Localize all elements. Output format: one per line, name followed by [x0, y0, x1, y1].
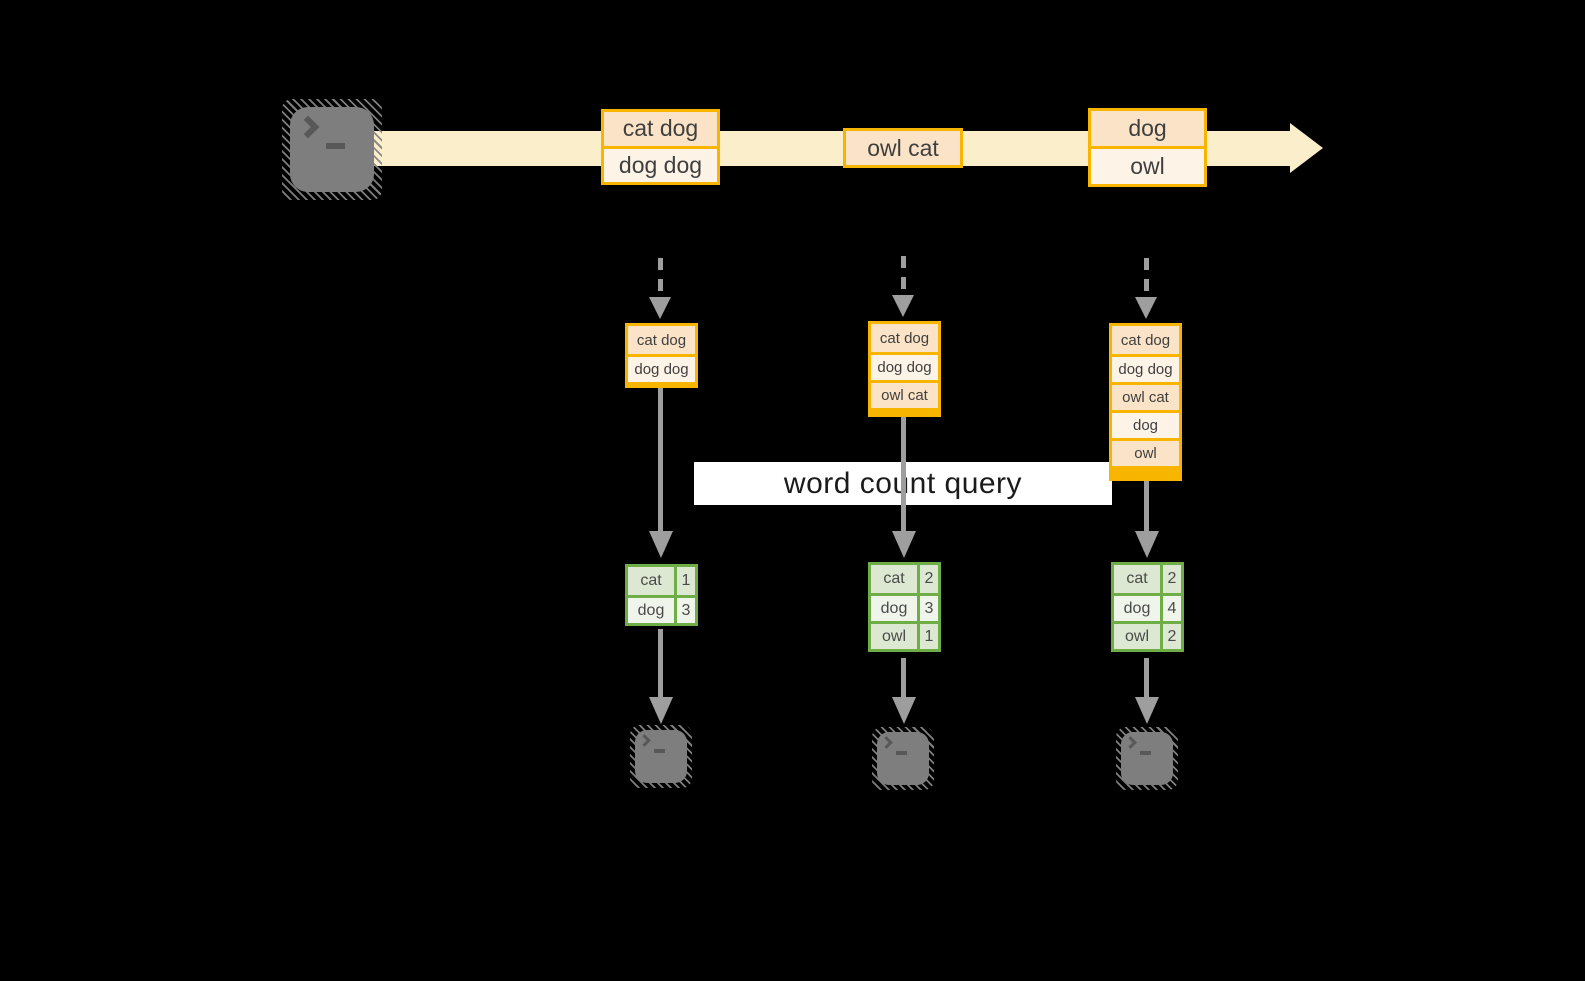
sink-arrow-2	[901, 658, 906, 698]
count-cell: 4	[1160, 596, 1181, 621]
stream-timeline-arrowhead	[1290, 123, 1323, 173]
terminal-icon	[872, 727, 934, 790]
sink-arrowhead-2	[892, 697, 916, 724]
snapshot-item: cat dog	[1112, 326, 1179, 354]
count-table-1: cat 1 dog 3	[625, 564, 698, 626]
snapshot-item: cat dog	[628, 326, 695, 354]
table-row: cat 2	[1114, 565, 1181, 593]
prompt-underscore-icon	[326, 143, 345, 149]
terminal-body	[635, 730, 687, 783]
snapshot-item: dog dog	[1112, 354, 1179, 382]
count-table-2: cat 2 dog 3 owl 1	[868, 562, 941, 652]
sink-arrow-1	[658, 629, 663, 698]
terminal-body	[290, 107, 374, 192]
table-row: cat 2	[871, 565, 938, 593]
table-row: dog 4	[1114, 593, 1181, 621]
query-arrowhead-1	[649, 531, 673, 558]
snapshot-stack-3: cat dog dog dog owl cat dog owl	[1109, 323, 1182, 481]
snapshot-item: dog dog	[628, 354, 695, 382]
event-label: dog dog	[604, 145, 717, 182]
count-cell: 1	[917, 624, 938, 649]
word-cell: owl	[871, 624, 917, 649]
terminal-body	[1121, 732, 1173, 785]
sink-arrowhead-1	[649, 697, 673, 724]
stream-event-box-2: owl cat	[843, 128, 963, 168]
table-row: dog 3	[871, 593, 938, 621]
word-cell: cat	[871, 565, 917, 593]
query-arrow-1	[658, 388, 663, 531]
snapshot-item: owl cat	[1112, 382, 1179, 410]
terminal-icon	[282, 99, 382, 200]
stream-event-box-1: cat dog dog dog	[601, 109, 720, 185]
sink-arrow-3	[1144, 658, 1149, 698]
prompt-underscore-icon	[1140, 751, 1151, 755]
event-label: cat dog	[604, 112, 717, 146]
snapshot-item: cat dog	[871, 324, 938, 352]
count-cell: 1	[674, 567, 695, 595]
count-cell: 3	[917, 596, 938, 621]
count-cell: 2	[917, 565, 938, 593]
prompt-underscore-icon	[896, 751, 907, 755]
count-cell: 3	[674, 598, 695, 623]
snapshot-item: dog	[1112, 410, 1179, 438]
snapshot-stack-2: cat dog dog dog owl cat	[868, 321, 941, 417]
table-row: owl 1	[871, 621, 938, 649]
word-cell: dog	[1114, 596, 1160, 621]
query-arrowhead-2	[892, 531, 916, 558]
snapshot-item: owl	[1112, 438, 1179, 466]
word-cell: cat	[628, 567, 674, 595]
snapshot-item: owl cat	[871, 380, 938, 408]
dashed-arrow-2	[901, 256, 906, 297]
query-arrow-2	[901, 417, 906, 531]
snapshot-item: dog dog	[871, 352, 938, 380]
table-row: dog 3	[628, 595, 695, 623]
dashed-arrow-1	[658, 258, 663, 299]
query-arrow-3	[1144, 481, 1149, 531]
prompt-underscore-icon	[654, 749, 665, 753]
table-row: cat 1	[628, 567, 695, 595]
event-label: owl cat	[846, 131, 960, 165]
dashed-arrowhead-1	[649, 297, 671, 319]
event-label: owl	[1091, 146, 1204, 184]
sink-arrowhead-3	[1135, 697, 1159, 724]
table-row: owl 2	[1114, 621, 1181, 649]
event-label: dog	[1091, 111, 1204, 146]
dashed-arrowhead-2	[892, 295, 914, 317]
terminal-body	[877, 732, 929, 785]
word-cell: owl	[1114, 624, 1160, 649]
word-cell: dog	[871, 596, 917, 621]
snapshot-stack-1: cat dog dog dog	[625, 323, 698, 388]
dashed-arrowhead-3	[1135, 297, 1157, 319]
terminal-icon	[630, 725, 692, 788]
count-cell: 2	[1160, 565, 1181, 593]
dashed-arrow-3	[1144, 258, 1149, 299]
stream-event-box-3: dog owl	[1088, 108, 1207, 187]
word-cell: cat	[1114, 565, 1160, 593]
terminal-icon	[1116, 727, 1178, 790]
word-cell: dog	[628, 598, 674, 623]
query-arrowhead-3	[1135, 531, 1159, 558]
count-cell: 2	[1160, 624, 1181, 649]
count-table-3: cat 2 dog 4 owl 2	[1111, 562, 1184, 652]
